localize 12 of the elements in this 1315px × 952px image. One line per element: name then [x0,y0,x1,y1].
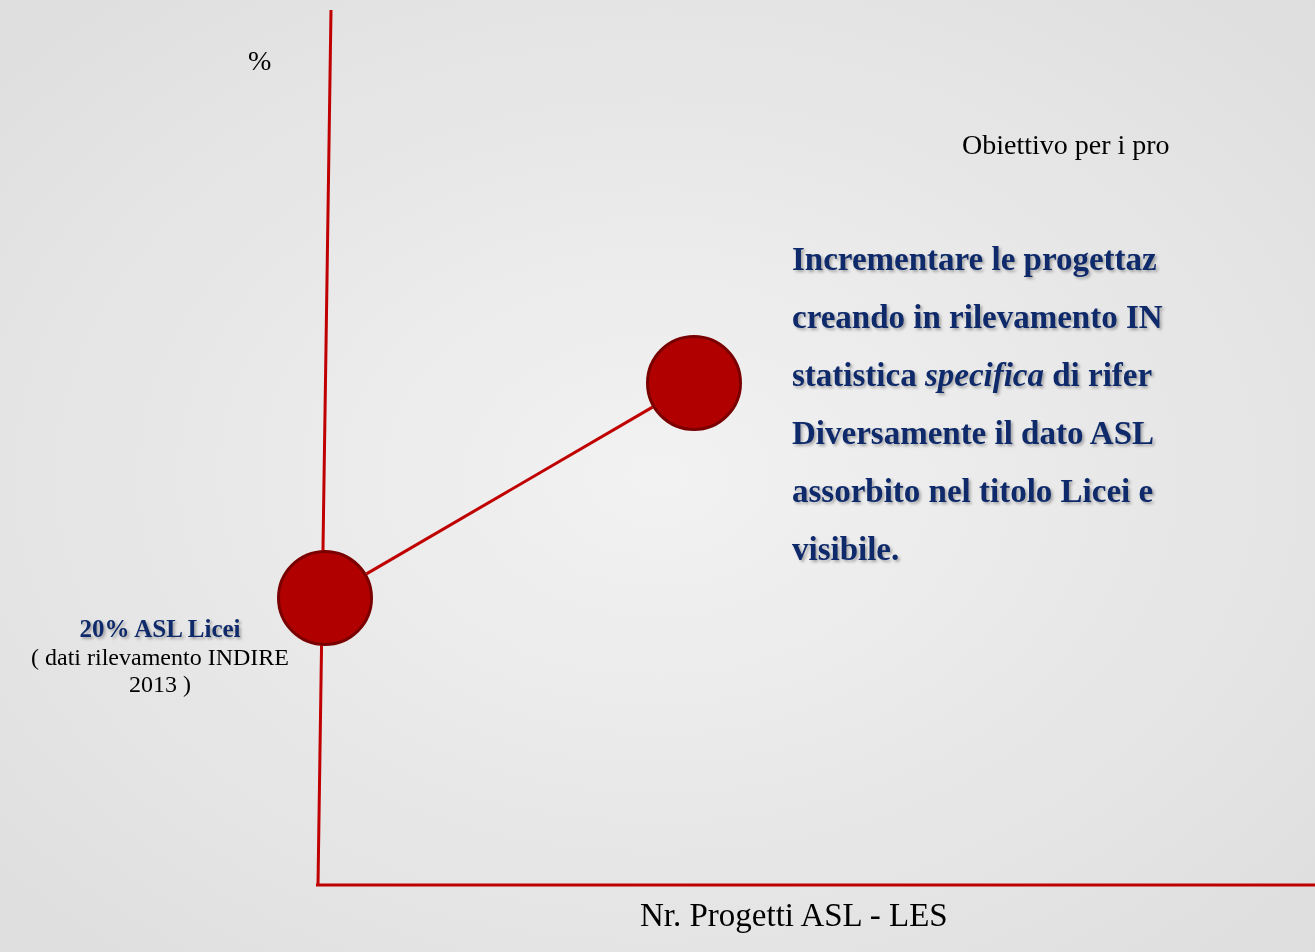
source-note: ( dati rilevamento INDIRE 2013 ) [30,643,290,699]
objective-text: visibile. [792,530,900,569]
objective-heading: Obiettivo per i pro [962,128,1170,162]
objective-text: Incrementare le progettaz [792,240,1157,279]
objective-text: creando in rilevamento IN [792,298,1163,337]
value-label: 20% ASL Licei [78,615,242,644]
axis-label: Nr. Progetti ASL - LES [640,896,948,935]
connector-line [365,405,654,576]
objective-text: statistica specifica di rifer [792,356,1153,395]
axis-label: % [248,44,272,78]
objective-text: Diversamente il dato ASL [792,414,1155,453]
objective-text: assorbito nel titolo Licei e [792,472,1154,511]
